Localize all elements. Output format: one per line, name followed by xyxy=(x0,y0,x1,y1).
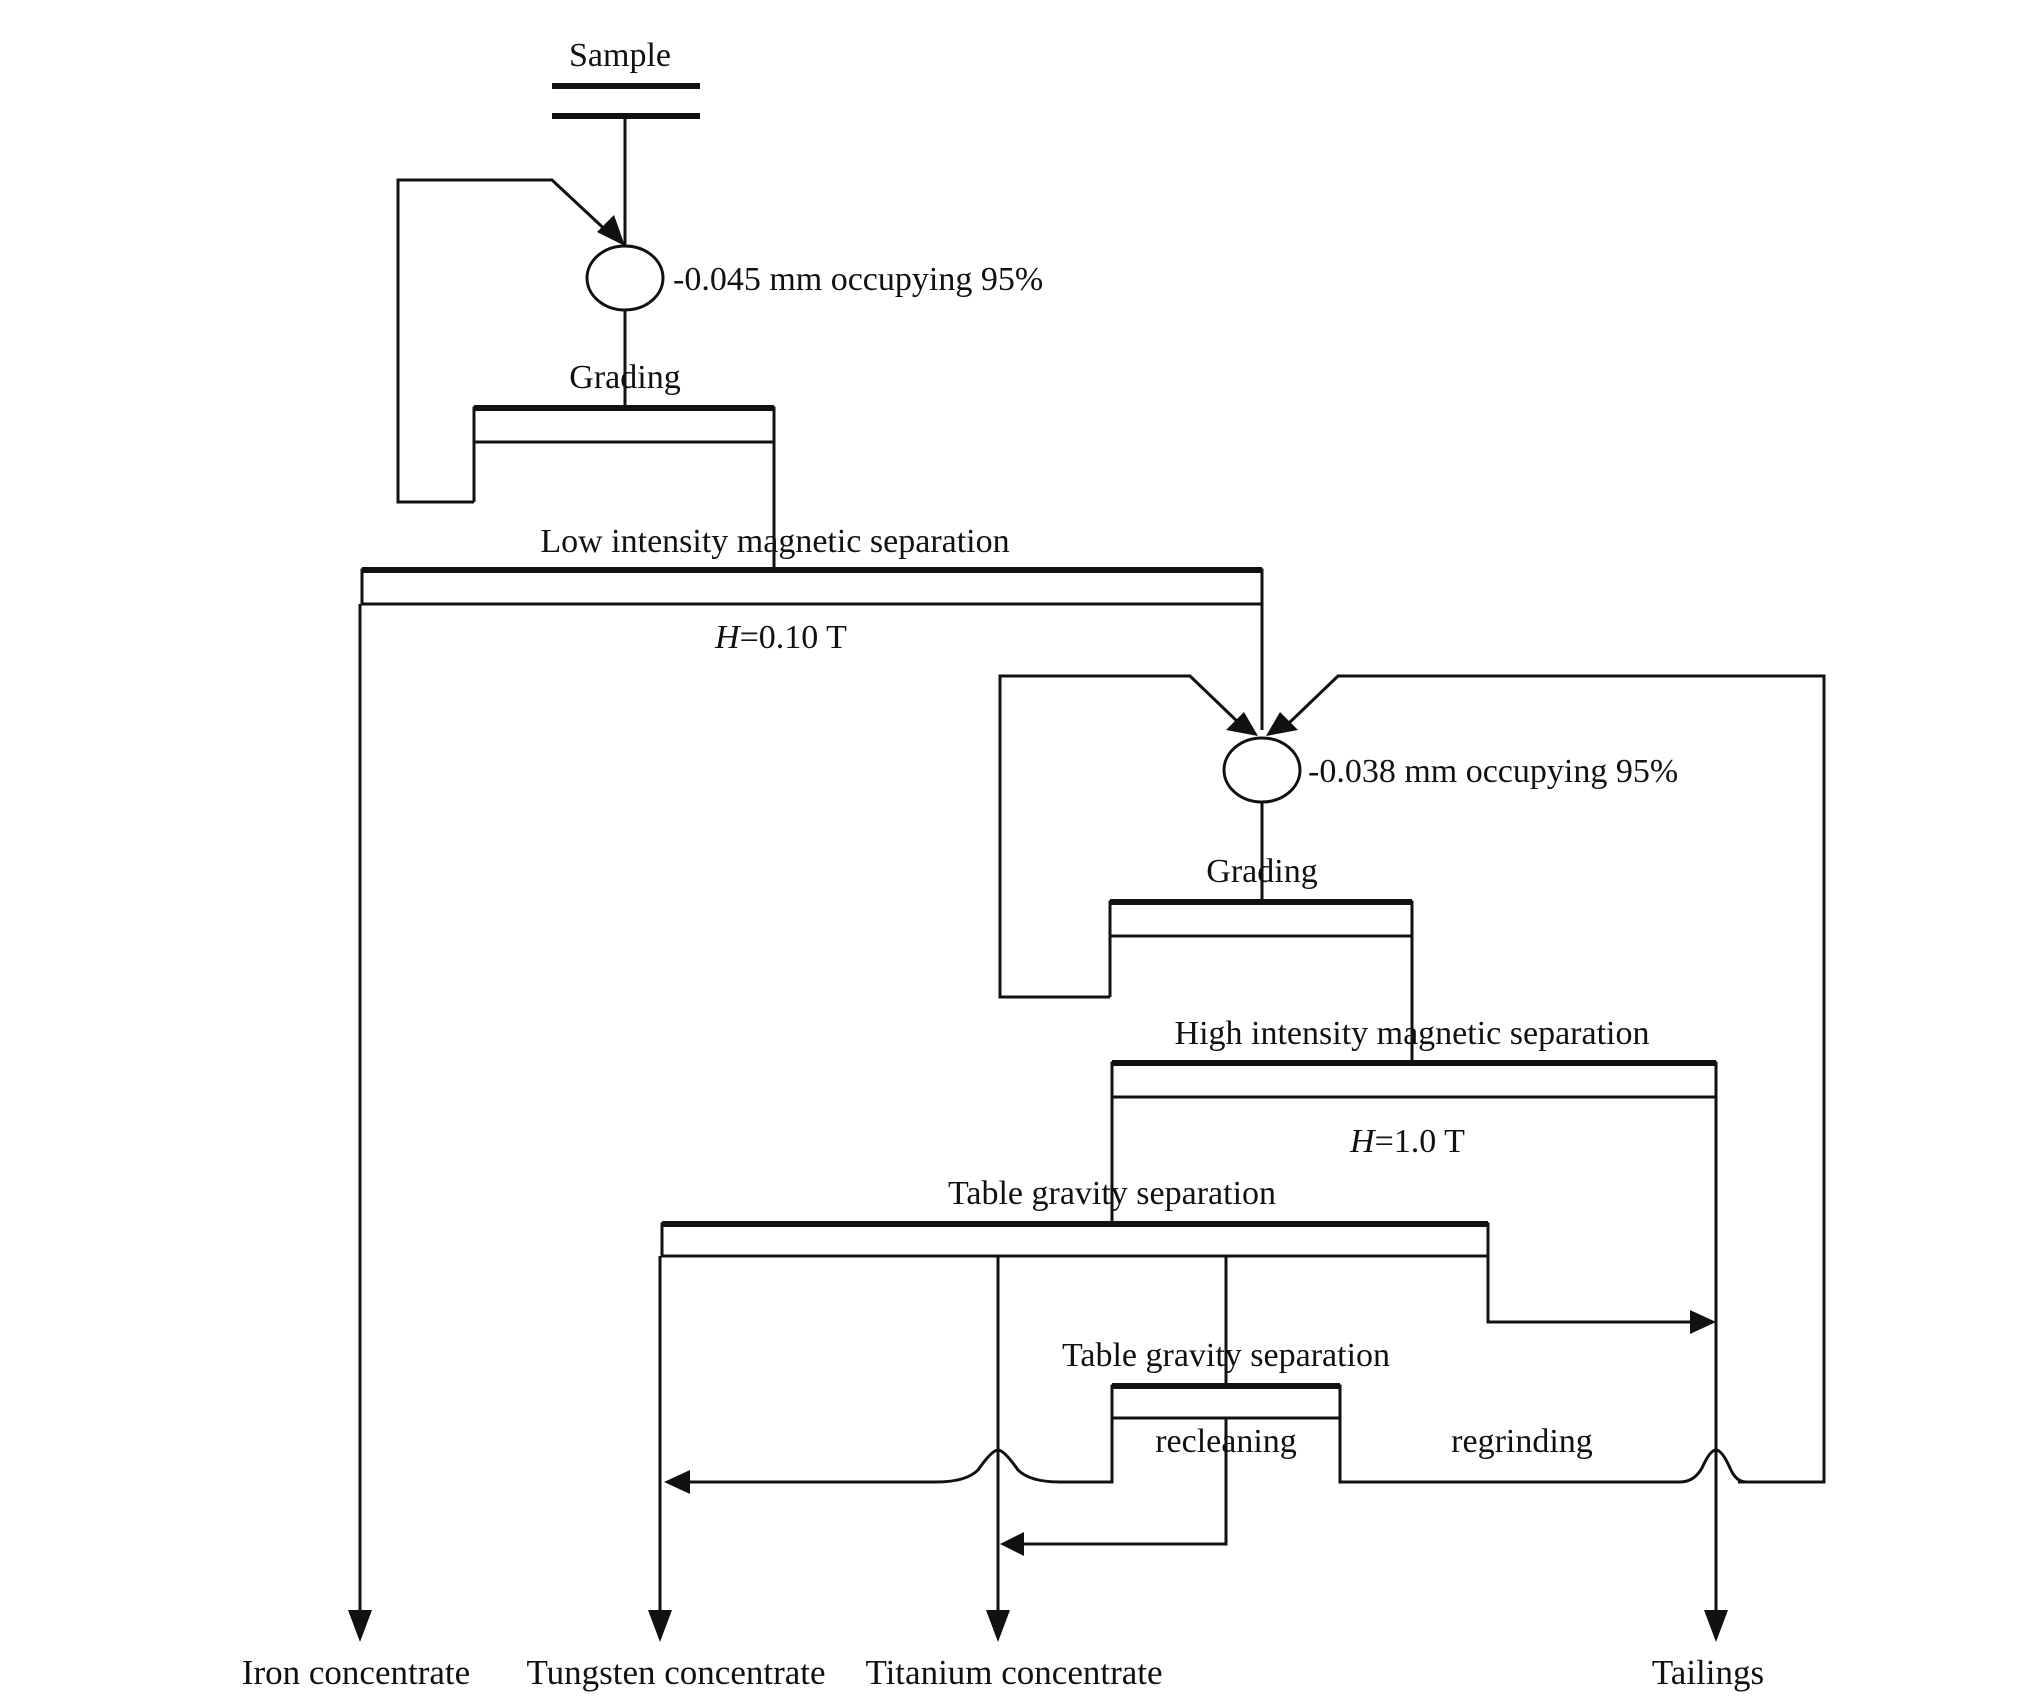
product-titanium-concentrate: Titanium concentrate xyxy=(865,1653,1162,1692)
regrinding-crossover xyxy=(1679,1448,1747,1484)
mill-2-node: -0.038 mm occupying 95% xyxy=(1222,736,1678,804)
table-2-concentrate-line-a xyxy=(1060,1418,1114,1484)
regrinding-line-a xyxy=(1338,1418,1680,1484)
classifier-1-node: Grading xyxy=(472,359,776,570)
table-1-tails-arrowhead xyxy=(1690,1310,1716,1334)
product-tungsten-concentrate: Tungsten concentrate xyxy=(526,1653,825,1692)
classifier-1-return-arrowhead xyxy=(597,215,625,246)
classifier-1-box xyxy=(472,406,776,444)
product-iron-concentrate: Iron concentrate xyxy=(242,1653,470,1692)
mill-2-circle xyxy=(1222,736,1302,804)
recleaning-label: recleaning xyxy=(1155,1423,1297,1460)
feed-node: Sample xyxy=(552,37,700,119)
recleaning-arrowhead xyxy=(1000,1532,1024,1556)
table-1-label: Table gravity separation xyxy=(948,1175,1276,1212)
classifier-2-return-line xyxy=(998,674,1242,999)
classifier-2-return-arrowhead xyxy=(1226,712,1258,736)
regrinding-return-line xyxy=(1286,674,1826,1484)
hims-field-value: =1.0 T xyxy=(1375,1123,1466,1160)
table-2-concentrate-crossover xyxy=(935,1448,1061,1484)
classifier-2-node: Grading xyxy=(1108,853,1414,1063)
lims-node: Low intensity magnetic separation H=0.10… xyxy=(360,523,1264,656)
regrinding-return-arrowhead xyxy=(1266,712,1298,736)
hims-box xyxy=(1110,1061,1718,1099)
table-1-node: Table gravity separation xyxy=(660,1175,1490,1258)
table-2-concentrate-arrowhead xyxy=(664,1470,690,1494)
mill-1-node: -0.045 mm occupying 95% xyxy=(585,244,1043,312)
titanium-concentrate-arrowhead xyxy=(986,1610,1010,1642)
hims-node: High intensity magnetic separation H=1.0… xyxy=(1110,1015,1718,1160)
classifier-2-label: Grading xyxy=(1206,853,1317,890)
hims-field: H=1.0 T xyxy=(1349,1123,1465,1160)
mill-2-condition: -0.038 mm occupying 95% xyxy=(1308,753,1678,790)
table-1-tails-line xyxy=(1486,1256,1690,1324)
product-tailings: Tailings xyxy=(1652,1653,1764,1692)
lims-field-var: H xyxy=(714,619,742,656)
lims-label: Low intensity magnetic separation xyxy=(540,523,1009,560)
table-1-box xyxy=(660,1222,1490,1258)
lims-field: H=0.10 T xyxy=(714,619,847,656)
lims-box xyxy=(360,568,1264,606)
recleaning-line xyxy=(1024,1418,1228,1546)
hims-label: High intensity magnetic separation xyxy=(1175,1015,1650,1052)
iron-concentrate-arrowhead xyxy=(348,1610,372,1642)
mill-1-condition: -0.045 mm occupying 95% xyxy=(673,261,1043,298)
mill-1-circle xyxy=(585,244,665,312)
classifier-2-box xyxy=(1108,900,1414,938)
table-2-box xyxy=(1110,1384,1342,1420)
tungsten-concentrate-arrowhead xyxy=(648,1610,672,1642)
classifier-1-return-line xyxy=(396,178,614,504)
table-2-label: Table gravity separation xyxy=(1062,1337,1390,1374)
tailings-arrowhead xyxy=(1704,1610,1728,1642)
hims-field-var: H xyxy=(1349,1123,1377,1160)
lims-field-value: =0.10 T xyxy=(740,619,848,656)
classifier-1-label: Grading xyxy=(569,359,680,396)
feed-label: Sample xyxy=(569,37,671,74)
regrinding-label: regrinding xyxy=(1451,1423,1593,1460)
